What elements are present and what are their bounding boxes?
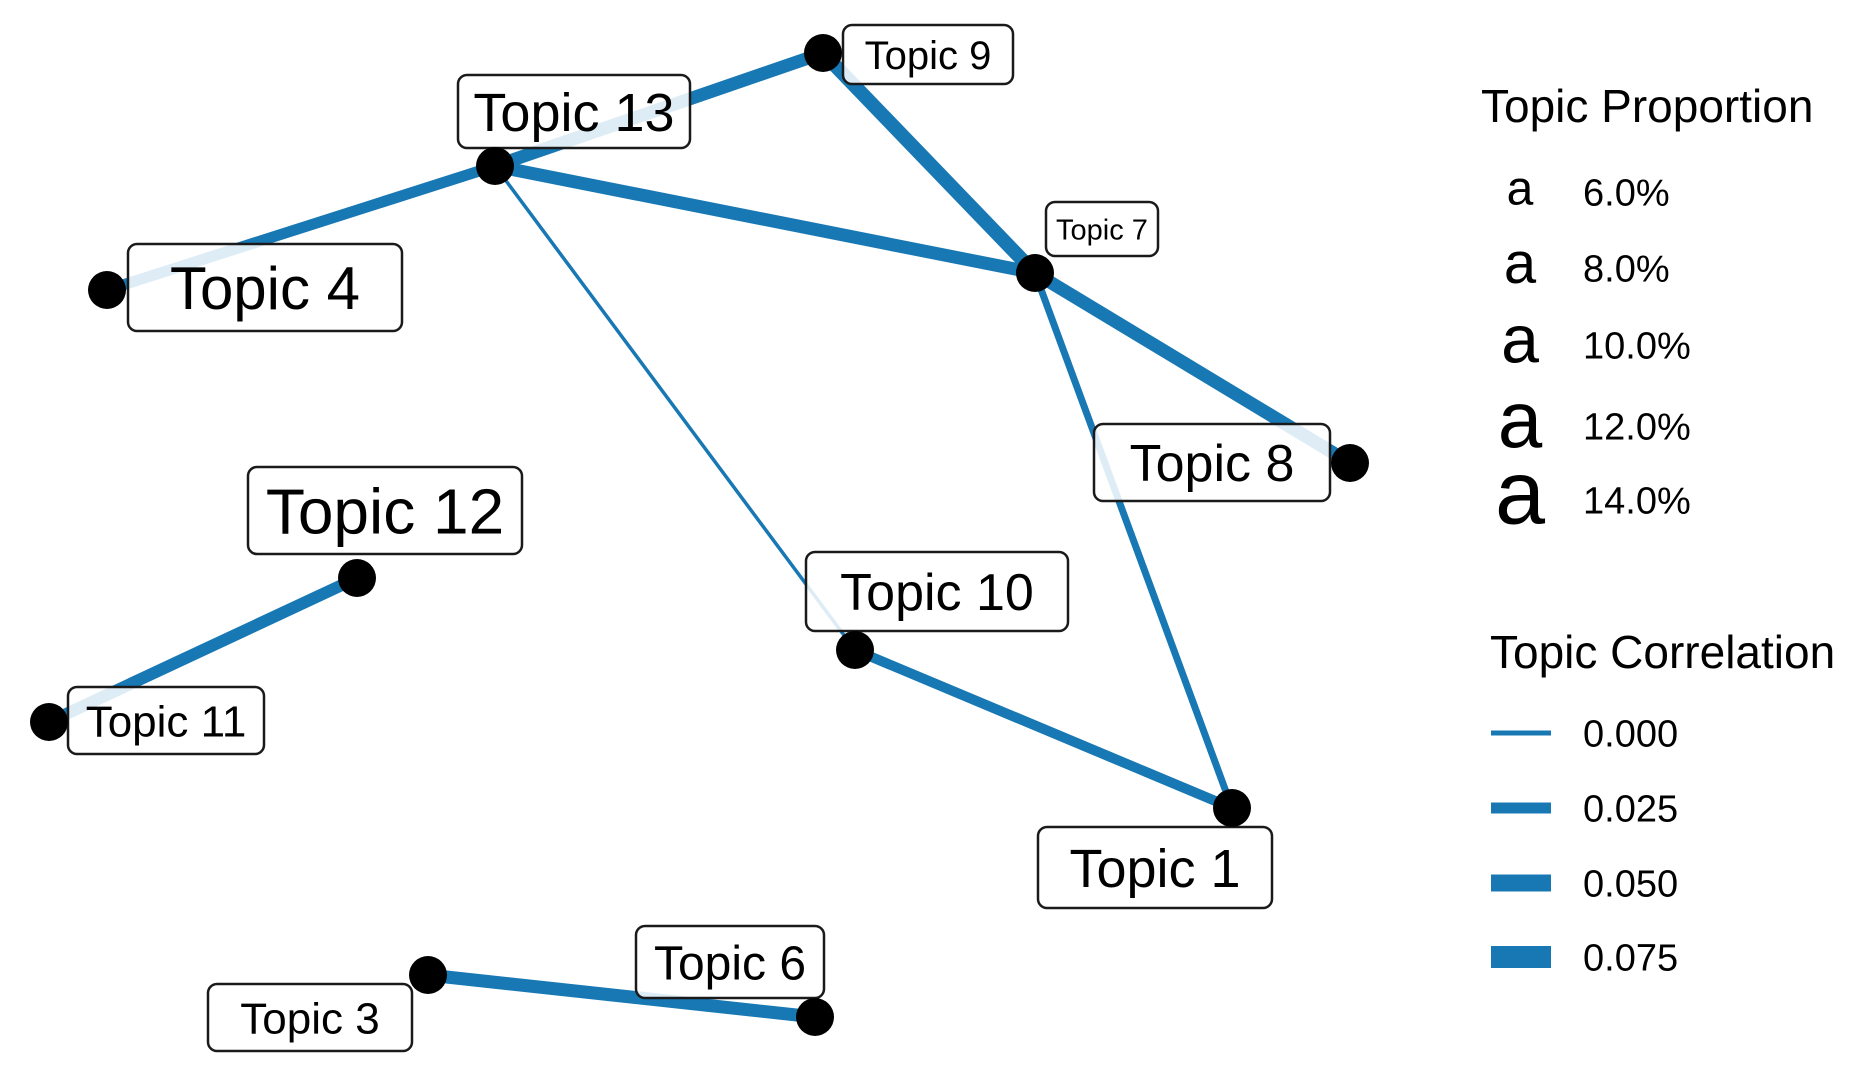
- legend-size-glyph: a: [1501, 302, 1539, 378]
- node-topic11: [30, 703, 68, 741]
- node-label-text: Topic 13: [473, 83, 674, 143]
- legend-line-swatch: [1491, 874, 1551, 892]
- node-topic4: [88, 271, 126, 309]
- edge-topic7-topic1: [1031, 269, 1236, 812]
- node-label-topic1: Topic 1: [1036, 825, 1274, 910]
- node-topic7: [1016, 254, 1054, 292]
- edge-topic9-topic7: [816, 46, 1042, 280]
- node-topic3: [409, 956, 447, 994]
- legend-correlation-title: Topic Correlation: [1490, 626, 1835, 678]
- node-label-topic13: Topic 13: [456, 73, 692, 150]
- legend-proportion-item-0: a 6.0%: [1507, 162, 1670, 215]
- legend-line-swatch: [1491, 730, 1551, 736]
- node-topic12: [338, 559, 376, 597]
- node-label-topic12: Topic 12: [246, 465, 524, 556]
- legend-proportion-title: Topic Proportion: [1481, 80, 1813, 132]
- node-label-text: Topic 8: [1130, 435, 1295, 493]
- node-topic6: [796, 998, 834, 1036]
- legend-proportion-value: 8.0%: [1583, 249, 1670, 291]
- node-label-box: [66, 685, 266, 756]
- node-label-topic9: Topic 9: [841, 23, 1015, 86]
- node-topic1: [1213, 789, 1251, 827]
- legend-size-glyph: a: [1507, 162, 1534, 215]
- node-label-box: [1092, 422, 1332, 503]
- node-label-box: [1036, 825, 1274, 910]
- node-label-box: [456, 73, 692, 150]
- legend-correlation-item-1: 0.025: [1491, 789, 1678, 831]
- legend-line-swatch: [1491, 946, 1551, 968]
- node-label-box: [841, 23, 1015, 86]
- node-label-box: [206, 982, 414, 1053]
- node-label-topic11: Topic 11: [66, 685, 266, 756]
- node-label-box: [634, 924, 826, 1000]
- node-label-topic3: Topic 3: [206, 982, 414, 1053]
- legend-correlation-item-3: 0.075: [1491, 938, 1678, 980]
- node-label-text: Topic 3: [240, 994, 379, 1043]
- edge-topic13-topic7: [488, 159, 1042, 280]
- legend-proportion-value: 6.0%: [1583, 173, 1670, 215]
- node-label-topic7: Topic 7: [1044, 200, 1160, 258]
- node-label-topic4: Topic 4: [126, 242, 404, 333]
- legend-size-glyph: a: [1495, 443, 1546, 543]
- node-label-text: Topic 9: [865, 34, 992, 78]
- node-label-text: Topic 4: [170, 255, 360, 322]
- node-topic9: [804, 34, 842, 72]
- node-label-text: Topic 12: [266, 476, 504, 548]
- legend-correlation-value: 0.050: [1583, 864, 1678, 906]
- node-topic13: [476, 147, 514, 185]
- node-label-text: Topic 7: [1056, 214, 1148, 246]
- node-label-text: Topic 10: [840, 564, 1034, 622]
- legend-proportion-item-4: a 14.0%: [1495, 443, 1691, 543]
- legend-proportion-value: 10.0%: [1583, 326, 1691, 368]
- node-label-box: [1044, 200, 1160, 258]
- legend-size-glyph: a: [1498, 375, 1543, 464]
- legend-topic-correlation: Topic Correlation 0.000 0.025 0.050 0.075: [1490, 626, 1835, 980]
- node-label-box: [126, 242, 404, 333]
- legend-proportion-item-3: a 12.0%: [1498, 375, 1691, 464]
- legend-size-glyph: a: [1504, 231, 1537, 296]
- legend-proportion-value: 14.0%: [1583, 481, 1691, 523]
- legend-proportion-item-2: a 10.0%: [1501, 302, 1691, 378]
- node-label-box: [804, 550, 1070, 633]
- legend-proportion-item-1: a 8.0%: [1504, 231, 1670, 296]
- edge-topic3-topic6: [421, 968, 822, 1024]
- node-label-box: [246, 465, 524, 556]
- legend-correlation-item-0: 0.000: [1491, 714, 1678, 756]
- legend-correlation-value: 0.025: [1583, 789, 1678, 831]
- node-label-text: Topic 11: [86, 697, 247, 746]
- node-label-topic8: Topic 8: [1092, 422, 1332, 503]
- node-label-topic6: Topic 6: [634, 924, 826, 1000]
- edge-topic10-topic1: [850, 645, 1237, 813]
- node-label-topic10: Topic 10: [804, 550, 1070, 633]
- legend-line-swatch: [1491, 802, 1551, 814]
- legend-proportion-value: 12.0%: [1583, 407, 1691, 449]
- legend-correlation-item-2: 0.050: [1491, 864, 1678, 906]
- legend-correlation-value: 0.000: [1583, 714, 1678, 756]
- legend-correlation-value: 0.075: [1583, 938, 1678, 980]
- node-label-text: Topic 1: [1069, 839, 1240, 899]
- node-label-text: Topic 6: [654, 937, 806, 990]
- node-topic8: [1331, 444, 1369, 482]
- node-topic10: [836, 631, 874, 669]
- edge-topic13-topic10: [493, 164, 857, 652]
